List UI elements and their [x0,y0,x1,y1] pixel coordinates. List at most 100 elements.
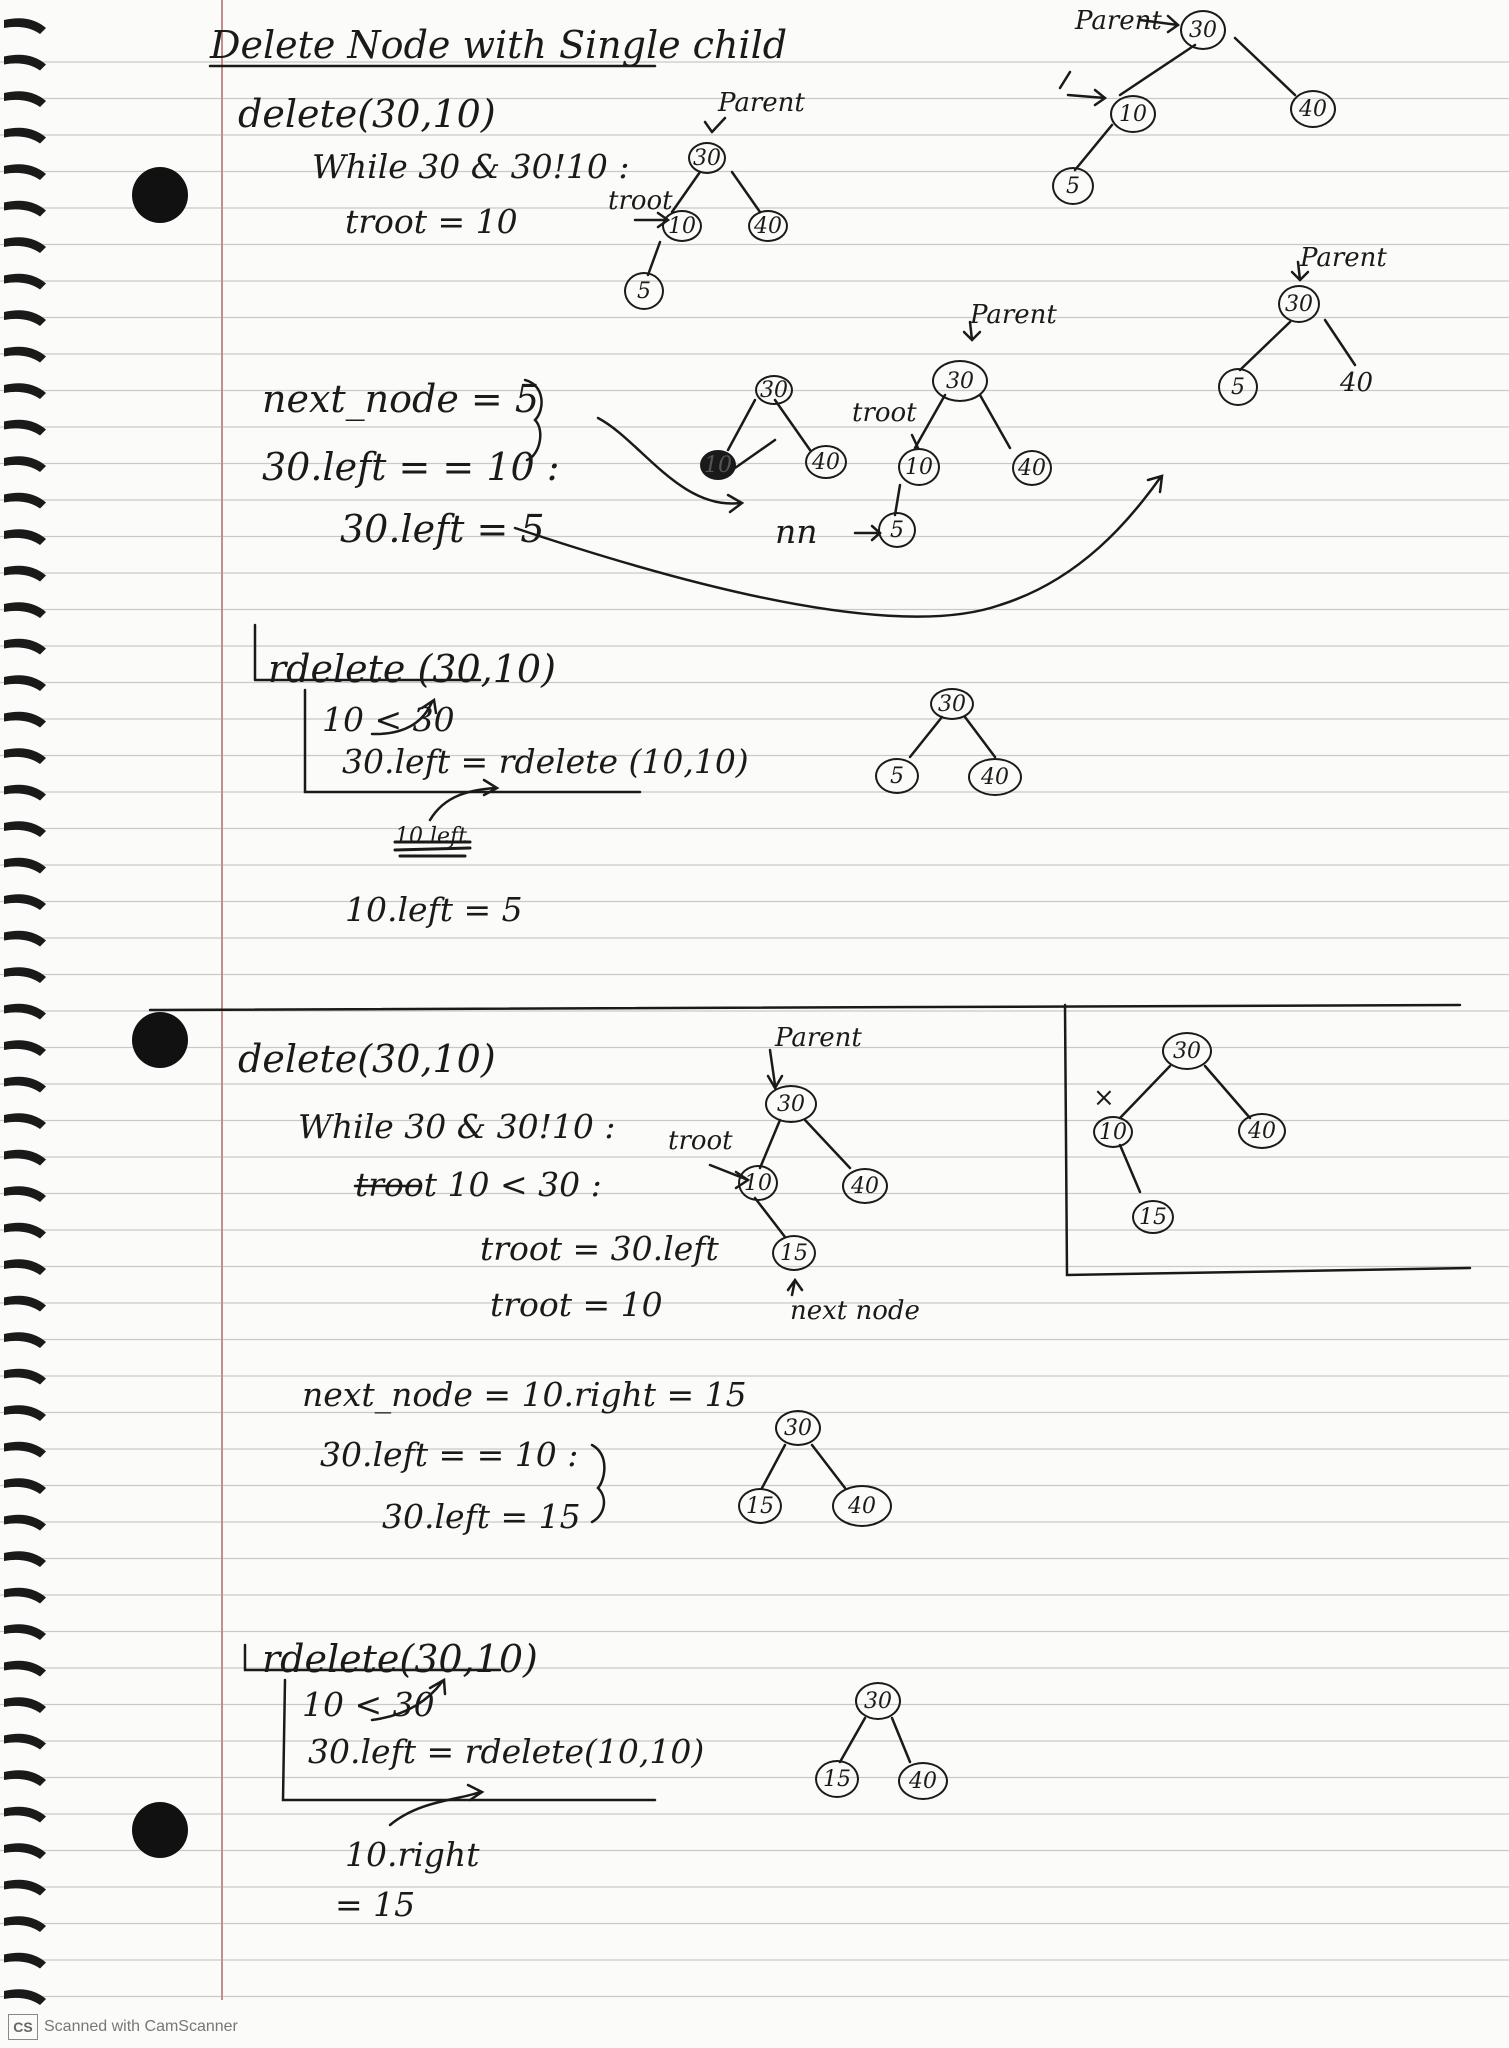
spiral-ring [4,1368,46,1385]
tree-node: 10 [662,210,702,242]
spiral-ring [4,1076,46,1093]
watermark-text: Scanned with CamScanner [44,2018,238,2035]
spiral-ring [4,638,46,655]
spiral-ring [4,1405,46,1421]
spiral-ring [4,1149,46,1166]
tree-edge [760,1443,847,1490]
tree-edge [838,1716,912,1764]
scanner-watermark: CS Scanned with CamScanner [8,2014,238,2040]
spiral-ring [4,1295,46,1312]
spiral-ring [4,1478,46,1494]
curved-arrow [513,474,1164,618]
curved-arrow [370,697,438,736]
tree-node-label: 40 [1340,368,1374,398]
tree-node: 40 [1238,1113,1286,1149]
rdelete-call: rdelete(30,10) [262,1637,538,1681]
spiral-ring [4,18,46,34]
tree-node: 15 [772,1235,816,1271]
parent-label: Parent [1300,243,1387,273]
arrow [703,116,727,134]
section-divider-vertical [1063,1003,1472,1277]
spiral-ring [4,1040,46,1056]
spiral-ring [4,1003,46,1020]
spiral-ring [4,1916,46,1932]
nn-label: nn [775,512,818,551]
spiral-ring [4,1733,46,1750]
next-node-line: next_node = 5 [262,377,540,421]
spiral-ring [4,967,46,983]
tree-node: 10 [1093,1116,1133,1148]
tree-node: 40 [842,1168,888,1204]
spiral-ring [4,784,46,801]
tree-node: 15 [738,1488,782,1524]
troot-left-line: troot = 30.left [480,1229,719,1268]
tree-edge [1118,1064,1252,1194]
troot-label: troot [608,186,673,216]
tree-node: 30 [932,360,988,402]
punch-hole [132,1012,188,1068]
next-node-label: next node [790,1296,920,1326]
arrow [910,433,920,450]
while-loop: While 30 & 30!10 : [312,147,630,186]
troot-value-line: troot = 10 [490,1285,663,1324]
tree-node: 40 [832,1485,892,1527]
strikethrough [1058,70,1072,90]
curved-arrow [428,778,500,822]
tree-node: 10 [898,448,940,486]
result-line: 10.left = 5 [345,890,523,929]
tree-edge [893,393,1012,517]
tree-node: 30 [755,375,793,405]
right-line: 10.right [345,1835,480,1874]
brace [590,1443,606,1524]
arrow [786,1277,804,1297]
tree-edge [1073,36,1297,172]
code-bracket [253,623,482,682]
spiral-ring [4,1332,46,1348]
tree-node: 10 [738,1165,778,1201]
tree-node: 40 [898,1762,948,1800]
punch-hole [132,1802,188,1858]
arrow [1066,88,1108,107]
spiral-ring [4,1843,46,1859]
tree-node: 5 [878,512,916,548]
check-line: 30.left = = 10 : [262,445,560,489]
spiral-ring [4,1441,46,1458]
tree-node: 30 [688,142,726,174]
spiral-ring [4,675,46,691]
spiral-ring [4,54,46,71]
spiral-ring [4,492,46,509]
spiral-ring [4,1222,46,1239]
curved-arrow [370,1677,447,1722]
tree-edge [1238,318,1357,372]
spiral-ring [4,1551,46,1567]
spiral-ring [4,273,46,290]
arrow [1290,260,1310,282]
spiral-ring [4,383,46,399]
tree-edge [908,715,997,759]
tree-node: 30 [1180,10,1226,50]
spiral-ring [4,346,46,363]
assign-line: 30.left = 5 [340,507,545,551]
tree-node: 40 [1012,450,1052,486]
scratch-text: 10.left [395,824,468,849]
spiral-ring [4,748,46,764]
arrow [853,524,882,542]
arrow [766,1048,784,1091]
spiral-ring [4,456,46,472]
spiral-ring [4,310,46,326]
spiral-ring [4,565,46,582]
page-title: Delete Node with Single child [210,23,788,67]
delete-mark: × [1093,1083,1115,1113]
tree-node: 5 [1218,368,1258,406]
tree-node: 30 [855,1682,901,1720]
curved-arrow [388,1783,485,1827]
delete-call: delete(30,10) [238,1037,496,1081]
spiral-ring [4,1806,46,1823]
spiral-ring [4,857,46,874]
tree-node: 5 [875,758,919,794]
tree-node: 40 [1290,90,1336,128]
tree-edge [646,170,762,277]
parent-label: Parent [970,300,1057,330]
troot-label: troot [668,1126,733,1156]
